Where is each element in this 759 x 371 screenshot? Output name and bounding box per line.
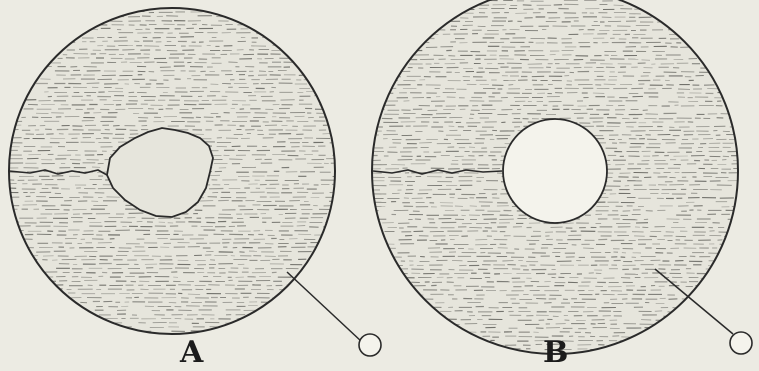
pointer-circle-a: [359, 334, 381, 356]
panel-b: [372, 0, 752, 354]
pointer-circle-b: [730, 332, 752, 354]
panel-label-a: A: [180, 338, 203, 368]
panel-label-b: B: [543, 338, 568, 368]
pointer-line-a: [287, 272, 362, 342]
center-hole-b: [503, 119, 607, 223]
panel-a: [9, 7, 381, 356]
